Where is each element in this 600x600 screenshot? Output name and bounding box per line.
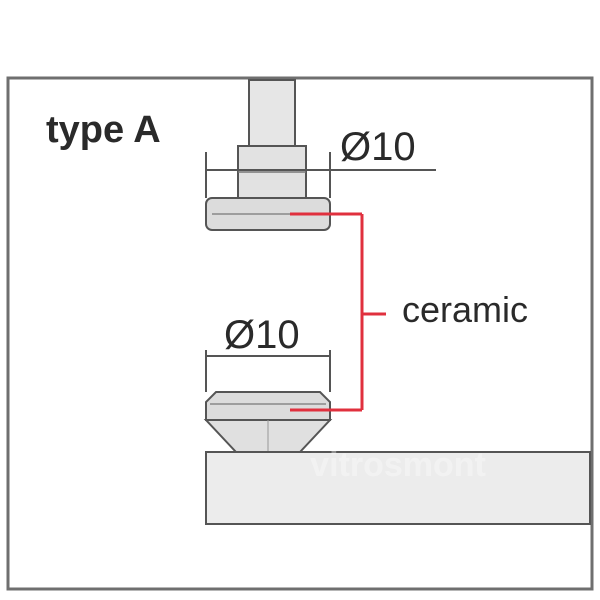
upper-shaft xyxy=(248,79,296,147)
watermark-text: vitrosmont xyxy=(310,446,486,484)
lower-diameter-label: Ø10 xyxy=(224,313,300,357)
upper-dimension-guides xyxy=(205,152,436,198)
ceramic-label: ceramic xyxy=(402,289,528,330)
diagram-title: type A xyxy=(46,109,161,151)
base-block xyxy=(205,451,591,525)
ceramic-callout-bracket xyxy=(290,212,386,412)
lower-dimension-guides xyxy=(205,350,331,392)
upper-diameter-label: Ø10 xyxy=(340,125,416,169)
lower-ceramic-disc xyxy=(205,391,331,421)
